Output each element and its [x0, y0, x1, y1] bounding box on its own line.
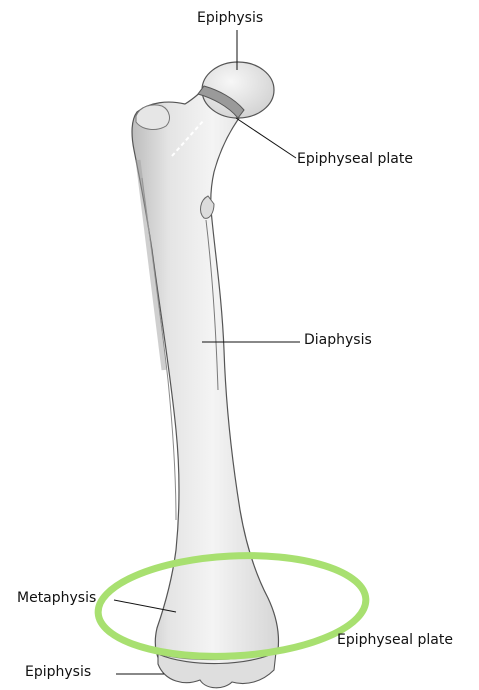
bone-outline — [132, 88, 278, 672]
label-diaphysis: Diaphysis — [304, 332, 372, 348]
leader-epiphyseal-plate-top — [236, 118, 296, 158]
label-epiphyseal-plate-top: Epiphyseal plate — [297, 151, 413, 167]
femur-bone — [132, 62, 278, 688]
label-epiphyseal-plate-bottom: Epiphyseal plate — [337, 632, 453, 648]
label-epiphysis-top: Epiphysis — [197, 10, 263, 26]
greater-trochanter — [136, 105, 169, 130]
label-metaphysis: Metaphysis — [17, 590, 96, 606]
label-epiphysis-bottom: Epiphysis — [25, 664, 91, 680]
